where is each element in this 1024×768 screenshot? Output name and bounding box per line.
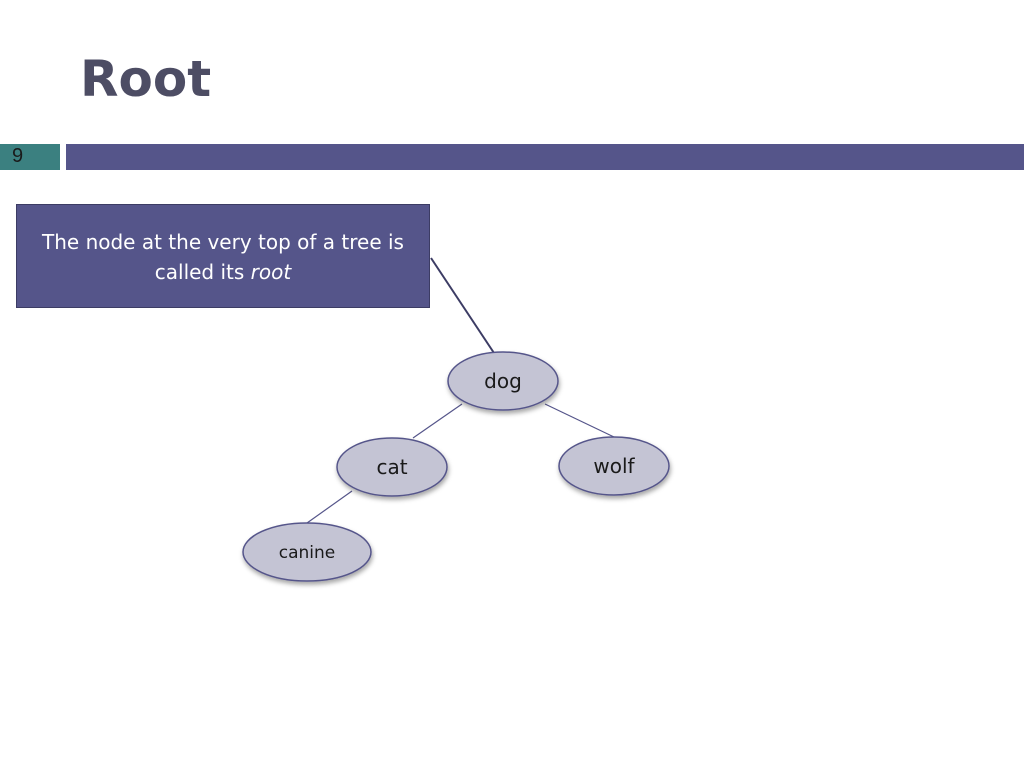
tree-node-wolf-label: wolf bbox=[593, 454, 635, 478]
callout-text: The node at the very top of a tree is ca… bbox=[42, 230, 404, 284]
definition-callout: The node at the very top of a tree is ca… bbox=[16, 204, 430, 308]
page-number: 9 bbox=[12, 145, 24, 167]
tree-edge-dog-wolf bbox=[544, 403, 615, 438]
slide-title: Root bbox=[80, 50, 212, 108]
tree-node-canine: canine bbox=[242, 522, 372, 582]
tree-edge-cat-canine bbox=[306, 490, 353, 524]
tree-node-cat-label: cat bbox=[376, 455, 407, 479]
tree-node-canine-label: canine bbox=[279, 543, 336, 563]
tree-edge-dog-cat bbox=[412, 403, 463, 439]
tree-node-dog-label: dog bbox=[484, 369, 522, 393]
page-number-badge: 9 bbox=[0, 144, 60, 170]
callout-pointer-line bbox=[430, 257, 495, 354]
tree-node-cat: cat bbox=[336, 437, 448, 497]
tree-node-wolf: wolf bbox=[558, 436, 670, 496]
tree-node-dog: dog bbox=[447, 351, 559, 411]
callout-emphasis: root bbox=[250, 260, 292, 284]
title-underline-bar bbox=[66, 144, 1024, 170]
